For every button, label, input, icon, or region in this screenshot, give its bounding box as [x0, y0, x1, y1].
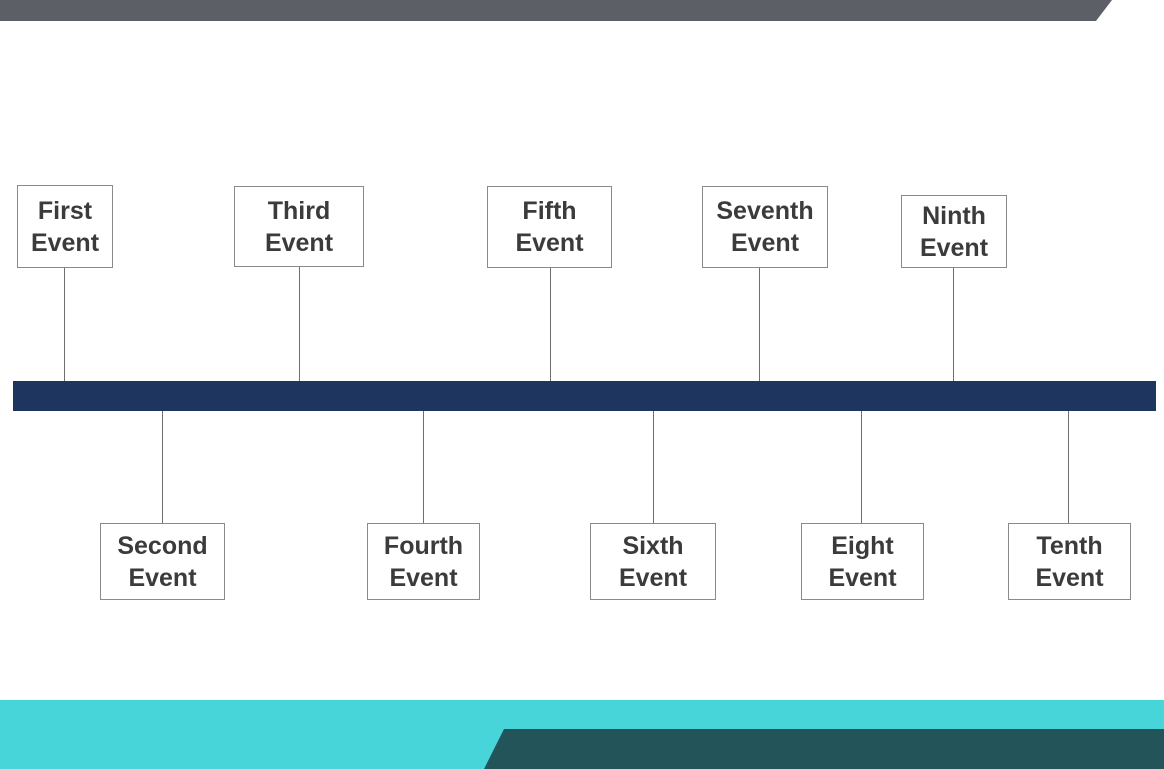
event-box-1: First Event: [17, 185, 113, 268]
event-connector-4: [423, 411, 424, 523]
event-connector-9: [953, 268, 954, 381]
event-box-8: Eight Event: [801, 523, 924, 600]
event-connector-7: [759, 268, 760, 381]
event-connector-1: [64, 268, 65, 381]
timeline-axis: [13, 381, 1156, 411]
event-connector-5: [550, 268, 551, 381]
event-label: First Event: [30, 196, 100, 257]
event-label: Seventh Event: [716, 197, 814, 257]
event-box-6: Sixth Event: [590, 523, 716, 600]
event-label: Eight Event: [828, 531, 897, 592]
top-accent-bar: [0, 0, 1112, 21]
event-box-9: Ninth Event: [901, 195, 1007, 268]
event-label: Fifth Event: [515, 197, 584, 257]
event-label: Ninth Event: [919, 201, 989, 262]
event-connector-3: [299, 267, 300, 381]
event-box-7: Seventh Event: [702, 186, 828, 268]
event-box-4: Fourth Event: [367, 523, 480, 600]
event-label: Second Event: [117, 531, 208, 592]
event-box-10: Tenth Event: [1008, 523, 1131, 600]
event-label: Tenth Event: [1035, 531, 1104, 592]
event-label: Sixth Event: [618, 531, 688, 592]
event-connector-6: [653, 411, 654, 523]
event-connector-10: [1068, 411, 1069, 523]
event-box-3: Third Event: [234, 186, 364, 267]
bottom-dark-accent: [484, 729, 1164, 769]
event-label: Third Event: [264, 196, 334, 257]
event-box-5: Fifth Event: [487, 186, 612, 268]
event-label: Fourth Event: [383, 531, 464, 592]
event-connector-2: [162, 411, 163, 523]
event-box-2: Second Event: [100, 523, 225, 600]
event-connector-8: [861, 411, 862, 523]
